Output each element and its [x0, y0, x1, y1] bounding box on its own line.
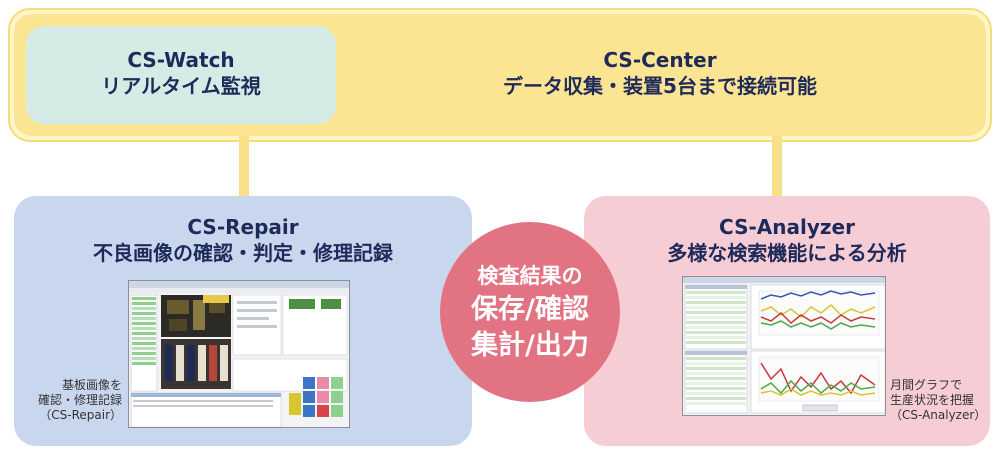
cs-repair-caption-line: 確認・修理記録 [37, 393, 122, 407]
cs-repair-caption: 基板画像を 確認・修理記録 （CS-Repair） [24, 378, 122, 423]
cs-analyzer-caption-line: 生産状況を把握 [890, 393, 975, 407]
cs-center-subtitle: データ収集・装置5台まで接続可能 [503, 74, 817, 98]
cs-repair-title: CS-Repair [187, 215, 299, 239]
hub-circle: 検査結果の 保存/確認 集計/出力 [440, 222, 620, 402]
cs-analyzer-title: CS-Analyzer [719, 215, 855, 239]
cs-analyzer-subtitle: 多様な検索機能による分析 [667, 241, 907, 265]
cs-repair-caption-line: 基板画像を [61, 378, 122, 392]
cs-watch-title: CS-Watch [127, 48, 235, 72]
cs-analyzer-caption: 月間グラフで 生産状況を把握 （CS-Analyzer） [890, 378, 988, 423]
cs-repair-screenshot [128, 280, 350, 428]
connector-analyzer [772, 136, 782, 198]
cs-watch-panel [26, 26, 336, 124]
cs-watch-subtitle: リアルタイム監視 [101, 74, 261, 98]
cs-analyzer-caption-line: （CS-Analyzer） [890, 408, 987, 422]
hub-line: 検査結果の [477, 263, 583, 288]
cs-repair-caption-line: （CS-Repair） [39, 408, 122, 422]
hub-line: 保存/確認 [471, 293, 589, 325]
repair-screenshot-graphic [129, 281, 349, 427]
cs-repair-subtitle: 不良画像の確認・判定・修理記録 [93, 241, 393, 265]
cs-center-title: CS-Center [603, 48, 717, 72]
cs-analyzer-caption-line: 月間グラフで [890, 378, 963, 392]
hub-line: 集計/出力 [471, 329, 589, 361]
analyzer-screenshot-graphic [683, 277, 885, 414]
cs-analyzer-screenshot [682, 276, 886, 416]
connector-repair [239, 136, 249, 198]
